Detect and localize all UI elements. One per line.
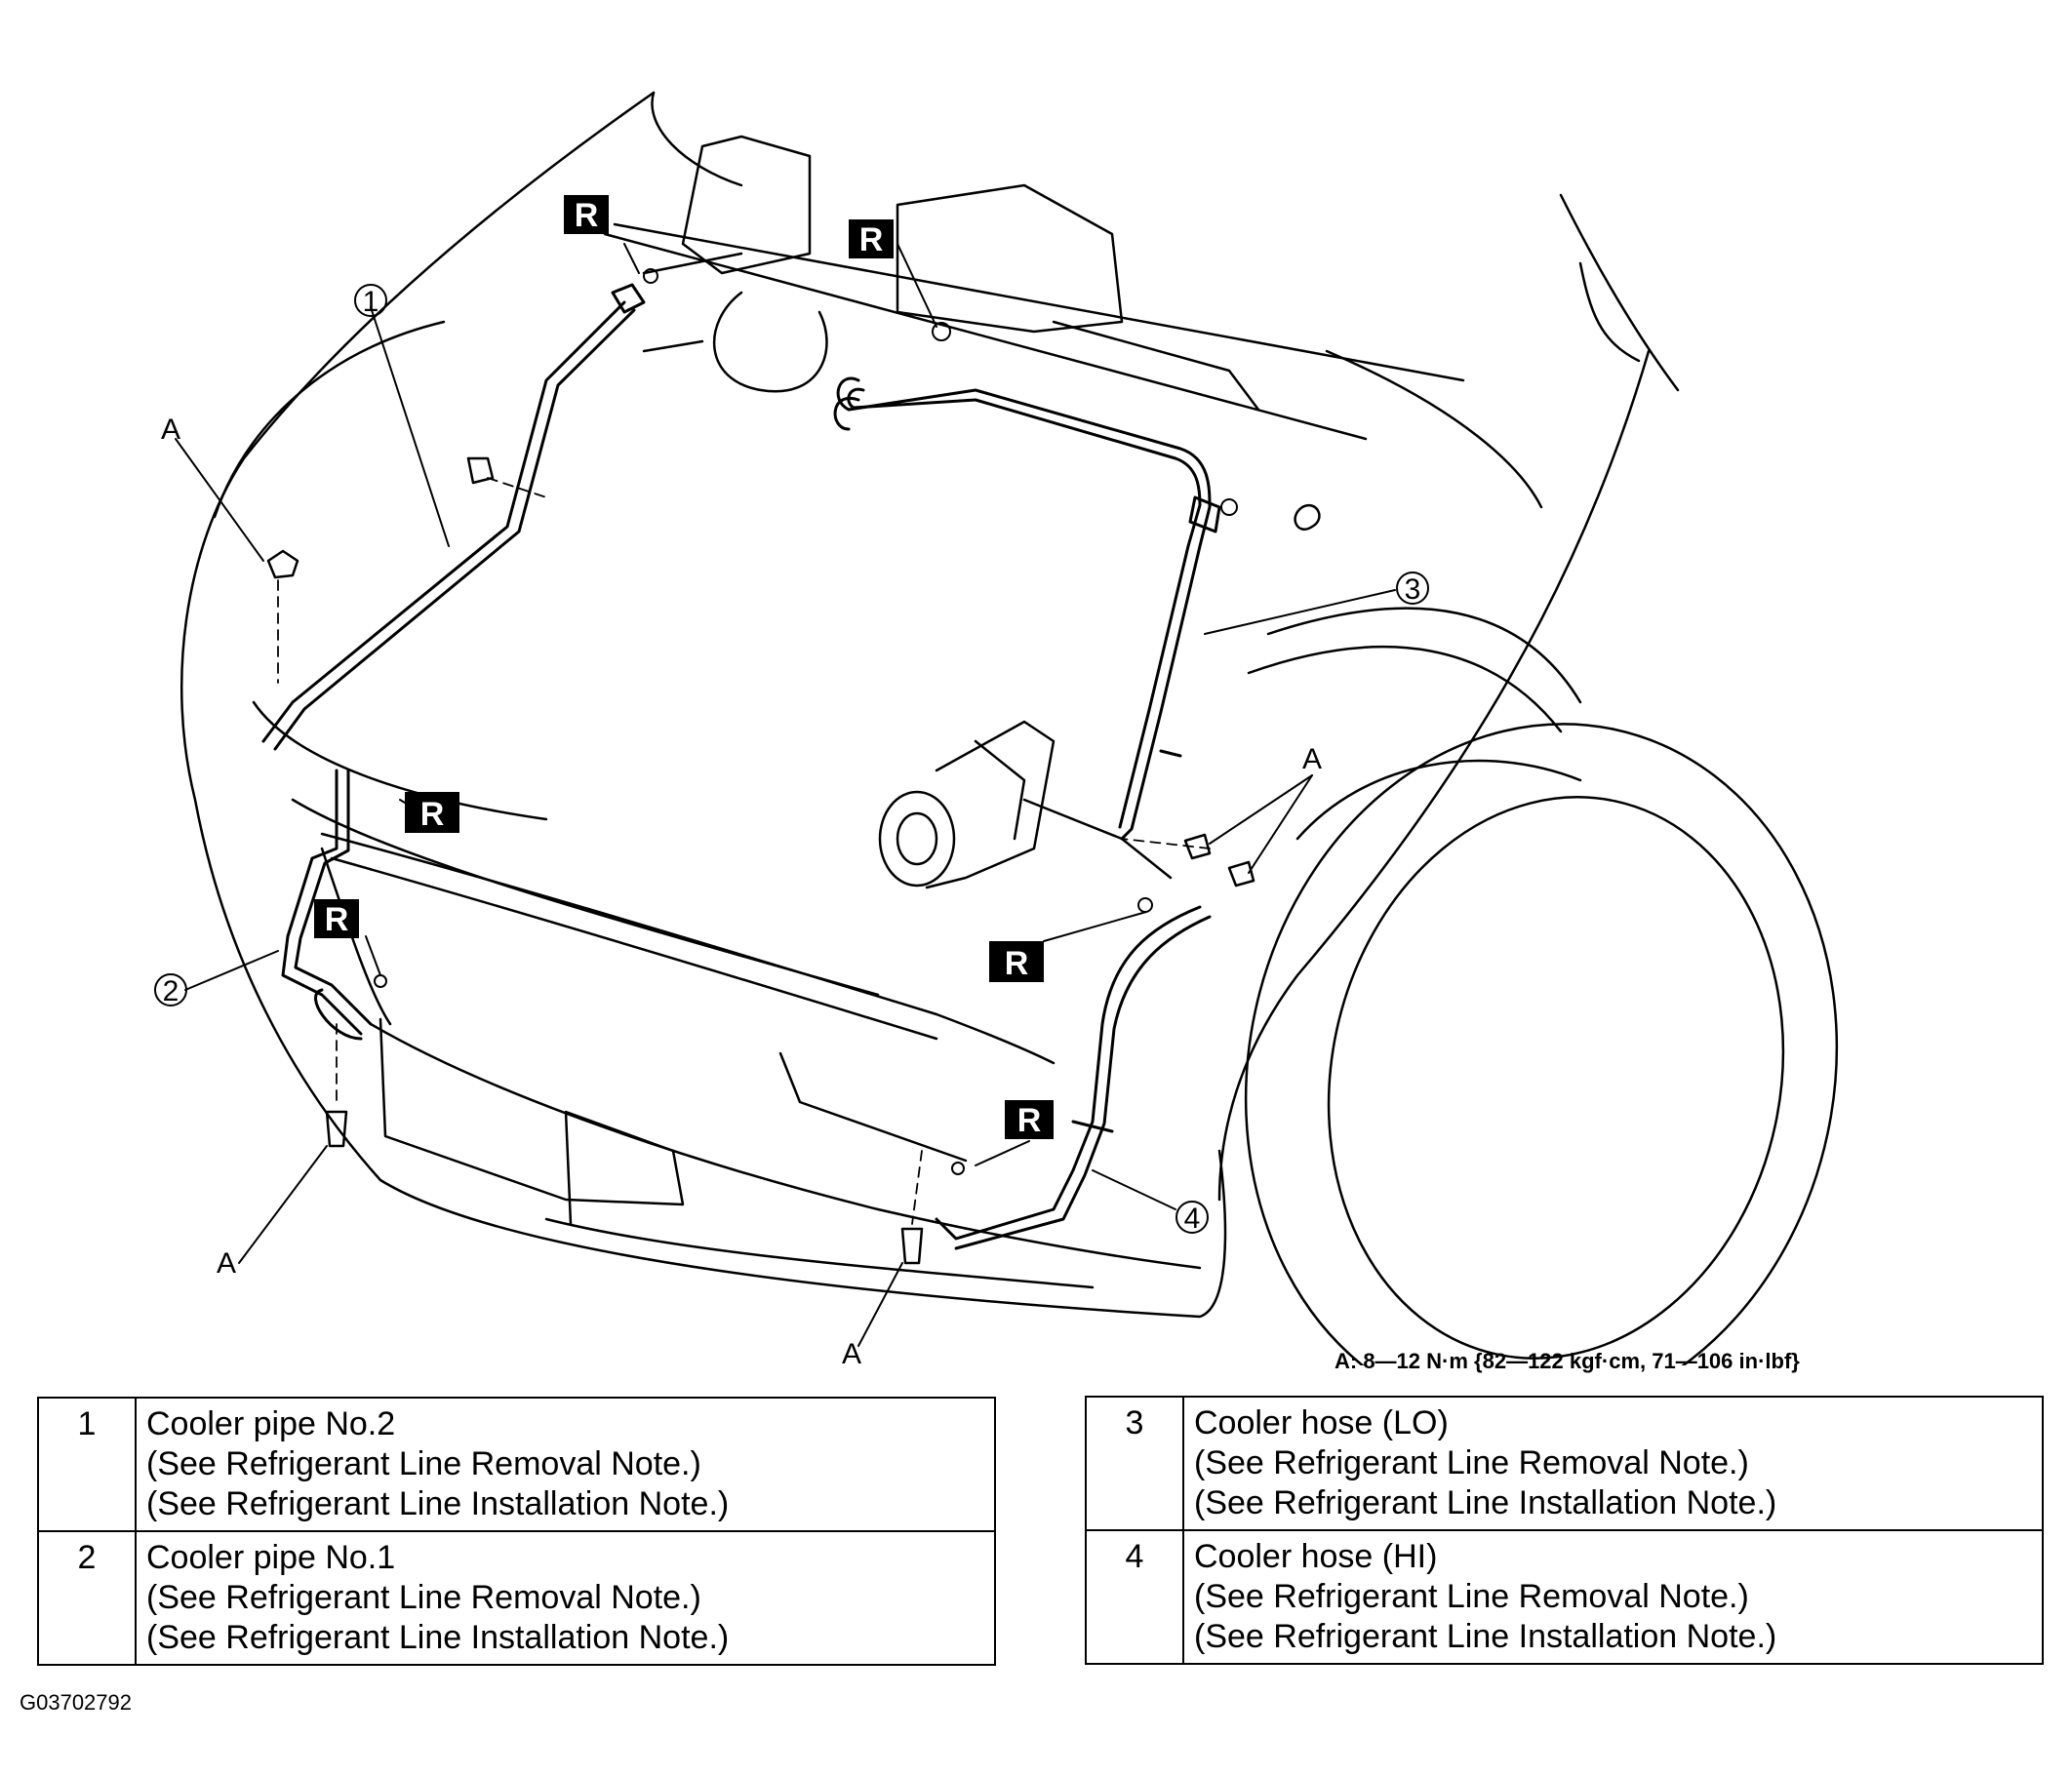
removal-note: (See Refrigerant Line Removal Note.) <box>1194 1444 1749 1481</box>
torque-specification: A: 8—12 N·m {82—122 kgf·cm, 71—106 in·lb… <box>1335 1349 1800 1373</box>
o-rings <box>374 268 1238 1175</box>
cooler-hose-hi <box>935 905 1212 1250</box>
part-description: Cooler pipe No.1 (See Refrigerant Line R… <box>135 1530 996 1666</box>
assembly-lines <box>277 477 1211 1225</box>
front-wheel <box>1244 723 1839 1365</box>
callout-3: 3 <box>1405 573 1421 606</box>
parts-table-left: 1 Cooler pipe No.2 (See Refrigerant Line… <box>37 1397 996 1666</box>
part-number: 4 <box>1085 1529 1184 1665</box>
installation-note: (See Refrigerant Line Installation Note.… <box>146 1619 730 1656</box>
callout-4: 4 <box>1184 1203 1201 1235</box>
part-description: Cooler hose (LO) (See Refrigerant Line R… <box>1182 1396 2044 1531</box>
fastener-label-a: A <box>217 1247 236 1280</box>
cooler-pipe-no2 <box>261 283 646 751</box>
replace-mark: R <box>1005 945 1029 982</box>
replace-mark: R <box>325 901 349 938</box>
table-row: 2 Cooler pipe No.1 (See Refrigerant Line… <box>37 1530 996 1666</box>
installation-note: (See Refrigerant Line Installation Note.… <box>1194 1484 1777 1521</box>
table-row: 1 Cooler pipe No.2 (See Refrigerant Line… <box>37 1397 996 1532</box>
replace-mark: R <box>420 796 445 833</box>
callout-circles <box>154 284 1429 1234</box>
callout-2: 2 <box>163 975 179 1007</box>
removal-note: (See Refrigerant Line Removal Note.) <box>1194 1578 1749 1615</box>
replace-marks: R R R R R R <box>314 195 1054 1139</box>
heater-unit <box>603 135 1465 441</box>
replace-mark: R <box>575 197 599 234</box>
part-description: Cooler pipe No.2 (See Refrigerant Line R… <box>135 1397 996 1532</box>
fastener-label-a: A <box>842 1338 861 1365</box>
installation-note: (See Refrigerant Line Installation Note.… <box>146 1485 730 1522</box>
table-row: 3 Cooler hose (LO) (See Refrigerant Line… <box>1085 1396 2044 1531</box>
ac-compressor <box>878 720 1173 889</box>
callout-1: 1 <box>363 286 379 318</box>
cooler-hose-lo <box>833 376 1221 841</box>
part-number: 1 <box>37 1397 137 1532</box>
leader-lines <box>175 243 1396 1347</box>
installation-note: (See Refrigerant Line Installation Note.… <box>1194 1618 1777 1655</box>
fastener-label-a: A <box>161 414 180 446</box>
part-number: 3 <box>1085 1396 1184 1531</box>
part-description: Cooler hose (HI) (See Refrigerant Line R… <box>1182 1529 2044 1665</box>
part-name: Cooler pipe No.1 <box>146 1539 396 1576</box>
part-name: Cooler hose (LO) <box>1194 1404 1449 1441</box>
radiator-support <box>320 832 1056 1163</box>
part-name: Cooler pipe No.2 <box>146 1405 396 1442</box>
cooler-pipe-no1 <box>281 769 373 1041</box>
replace-mark: R <box>1017 1102 1042 1139</box>
fastener-label-a: A <box>1302 743 1322 775</box>
figure-code: G03702792 <box>20 1690 132 1715</box>
removal-note: (See Refrigerant Line Removal Note.) <box>146 1579 701 1616</box>
replace-mark: R <box>859 221 884 258</box>
part-number: 2 <box>37 1530 137 1666</box>
table-row: 4 Cooler hose (HI) (See Refrigerant Line… <box>1085 1529 2044 1665</box>
vehicle-body-outline <box>179 91 1680 1319</box>
front-bumper <box>291 798 1202 1289</box>
fasteners <box>266 456 1321 1265</box>
removal-note: (See Refrigerant Line Removal Note.) <box>146 1445 701 1482</box>
parts-table-right: 3 Cooler hose (LO) (See Refrigerant Line… <box>1085 1396 2044 1665</box>
part-name: Cooler hose (HI) <box>1194 1538 1438 1575</box>
exploded-view-drawing: 1 2 3 4 A A A A R R R R R R <box>154 91 1839 1365</box>
